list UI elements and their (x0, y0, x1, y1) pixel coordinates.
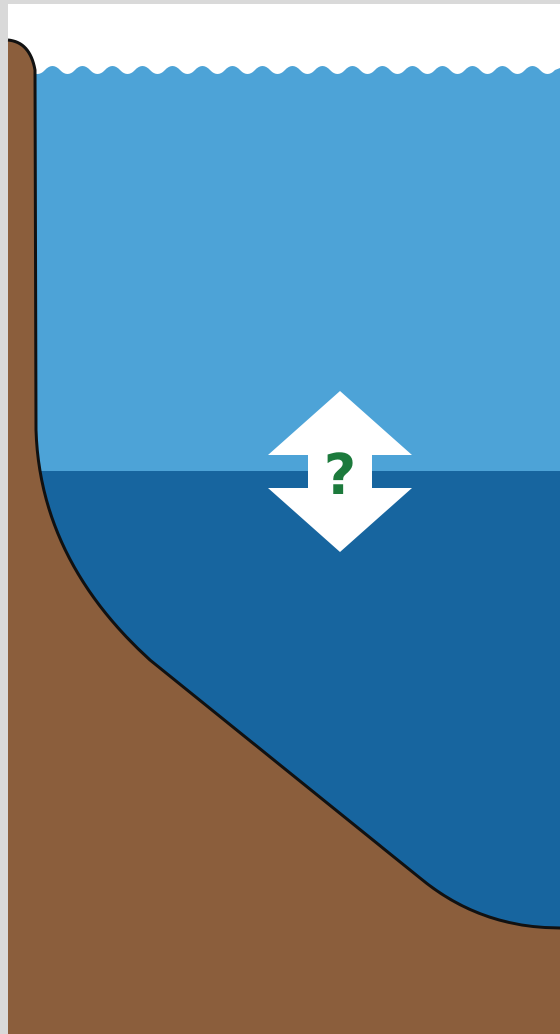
upper-water-layer (30, 66, 560, 472)
question-mark-icon: ? (324, 443, 356, 508)
